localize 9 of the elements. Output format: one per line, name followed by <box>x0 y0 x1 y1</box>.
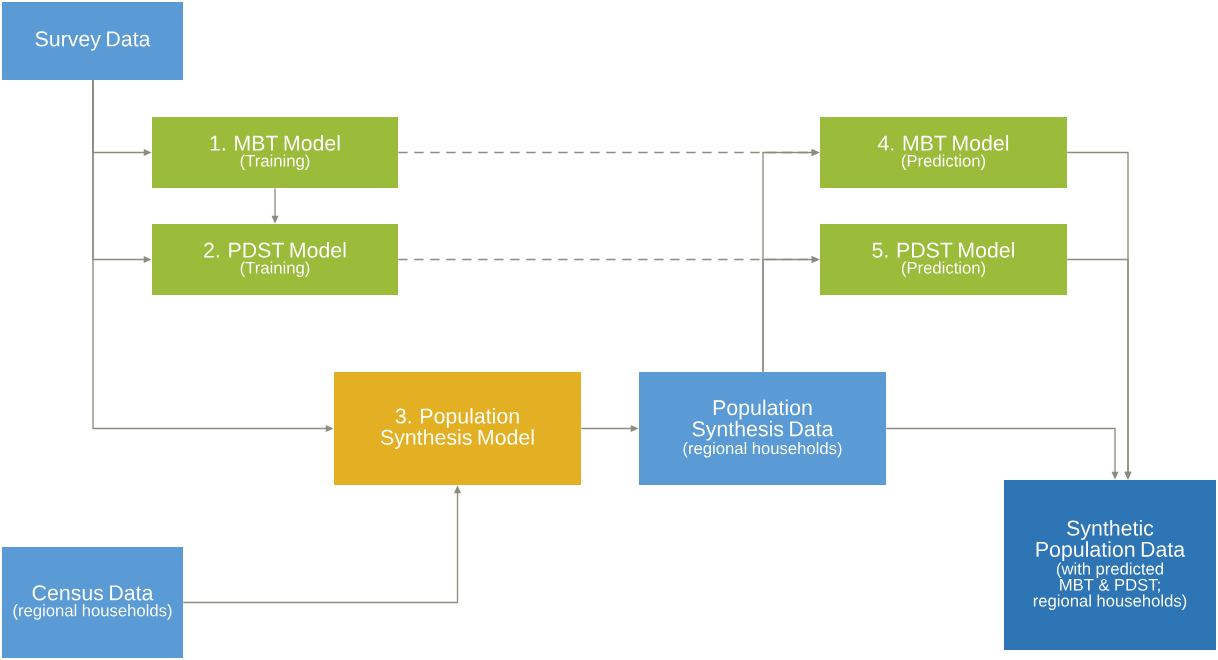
model-box: 2. PDST Model (Training) <box>152 224 398 295</box>
model-box: 5. PDST Model (Prediction) <box>820 224 1067 295</box>
data-box: Survey Data <box>2 2 183 80</box>
data-box: Population Synthesis Data (regional households) <box>639 372 886 485</box>
model-box: 3. Population Synthesis Model <box>334 372 581 485</box>
model-box: 1. MBT Model (Training) <box>152 117 398 188</box>
data-box: Synthetic Population Data (with predicted MBT & PDST; regional households) <box>1004 480 1216 650</box>
model-box: 4. MBT Model (Prediction) <box>820 117 1067 188</box>
data-box: Census Data (regional households) <box>2 547 183 658</box>
